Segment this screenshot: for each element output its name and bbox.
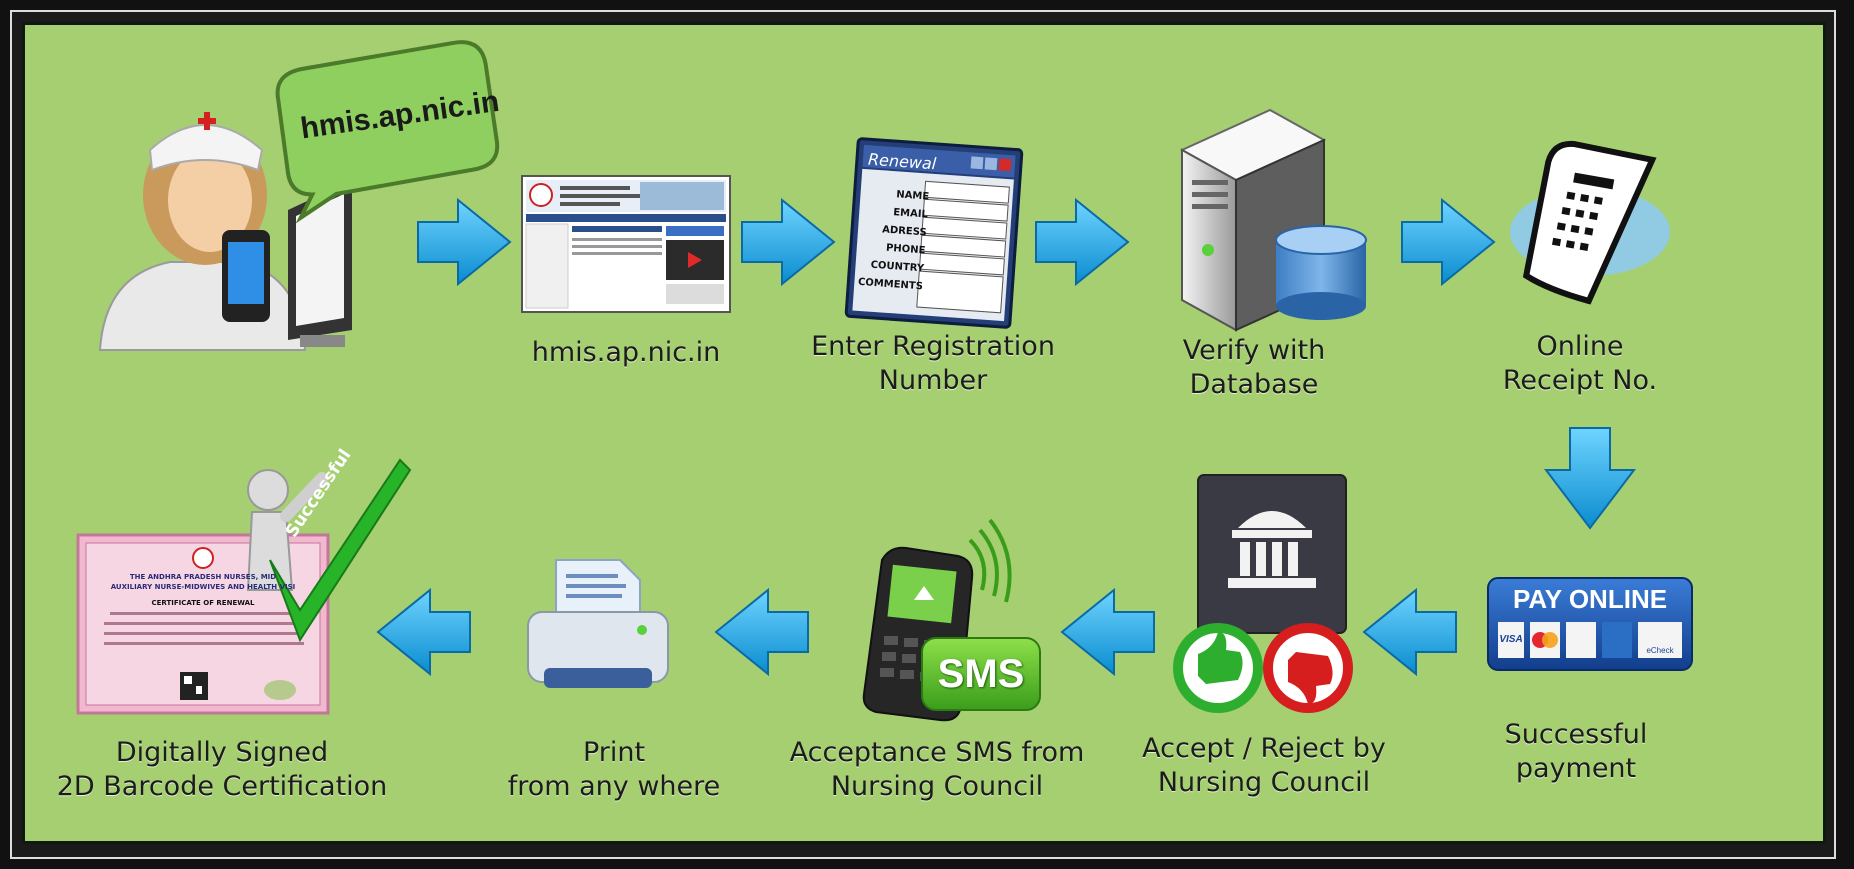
echeck-label: eCheck <box>1646 646 1674 655</box>
step-label-line: Verify with <box>1182 335 1326 366</box>
step-label-line: from any where <box>507 771 721 802</box>
phone-sms-icon <box>862 518 1041 722</box>
website-screenshot <box>521 175 731 313</box>
certificate-line: AUXILIARY NURSE-MIDWIVES AND HEALTH VISI <box>110 583 296 591</box>
step-label-enter-registration: Enter Registration Number <box>811 330 1055 398</box>
figure-with-check-icon <box>246 458 412 643</box>
renewal-form-icon <box>844 137 1024 329</box>
arrow-left-4 <box>376 587 471 677</box>
sms-label: SMS <box>937 652 1025 696</box>
certificate-line: THE ANDHRA PRADESH NURSES, MID <box>129 573 277 581</box>
step-label-line: Receipt No. <box>1502 365 1658 396</box>
renewal-form-fields: NAME EMAIL ADRESS PHONE COUNTRY COMMENTS <box>852 184 930 297</box>
arrow-left-2 <box>1060 587 1155 677</box>
step-label-portal: hmis.ap.nic.in <box>532 336 721 370</box>
arrow-left-3 <box>714 587 809 677</box>
nurse-icon <box>98 112 352 351</box>
visa-label: VISA <box>1499 634 1523 645</box>
step-label-line: hmis.ap.nic.in <box>531 337 721 368</box>
step-label-print: Print from any where <box>508 736 721 804</box>
step-label-accept-reject: Accept / Reject by Nursing Council <box>1142 732 1386 800</box>
step-label-verify-database: Verify with Database <box>1183 334 1325 402</box>
arrow-right-4 <box>1401 197 1496 287</box>
arrow-right-1 <box>417 197 512 287</box>
step-label-successful-payment: Successful payment <box>1505 718 1648 786</box>
receipt-icon <box>1510 140 1670 305</box>
step-label-digitally-signed: Digitally Signed 2D Barcode Certificatio… <box>57 736 388 804</box>
step-label-line: Accept / Reject by <box>1142 733 1386 764</box>
step-label-line: 2D Barcode Certification <box>56 771 388 802</box>
printer-icon <box>527 559 669 688</box>
pay-online-title: PAY ONLINE <box>1512 584 1668 614</box>
arrow-down <box>1543 427 1637 530</box>
reject-thumb-icon <box>1263 623 1353 713</box>
database-server-icon <box>1179 108 1367 332</box>
step-label-online-receipt: Online Receipt No. <box>1503 330 1657 398</box>
certificate-heading: CERTIFICATE OF RENEWAL <box>151 599 255 607</box>
pay-online-card <box>1487 577 1693 671</box>
step-label-line: Print <box>582 737 646 768</box>
certificate-text: THE ANDHRA PRADESH NURSES, MID AUXILIARY… <box>88 572 318 608</box>
step-label-line: Database <box>1189 369 1319 400</box>
step-label-line: Number <box>878 365 988 396</box>
certificate-icon <box>76 533 330 715</box>
step-label-line: Nursing Council <box>830 771 1044 802</box>
arrow-right-2 <box>741 197 836 287</box>
step-label-line: Nursing Council <box>1157 767 1371 798</box>
step-label-acceptance-sms: Acceptance SMS from Nursing Council <box>790 736 1085 804</box>
step-label-line: payment <box>1515 753 1637 784</box>
step-label-line: Online <box>1536 331 1624 362</box>
arrow-right-3 <box>1035 197 1130 287</box>
accept-thumb-icon <box>1173 623 1263 713</box>
arrow-left-1 <box>1362 587 1457 677</box>
step-label-line: Digitally Signed <box>115 737 329 768</box>
url-speech-bubble <box>275 40 500 224</box>
step-label-line: Enter Registration <box>811 331 1055 362</box>
step-label-line: Successful <box>1504 719 1648 750</box>
step-label-line: Acceptance SMS from <box>789 737 1085 768</box>
nursing-council-icon <box>1197 474 1347 634</box>
